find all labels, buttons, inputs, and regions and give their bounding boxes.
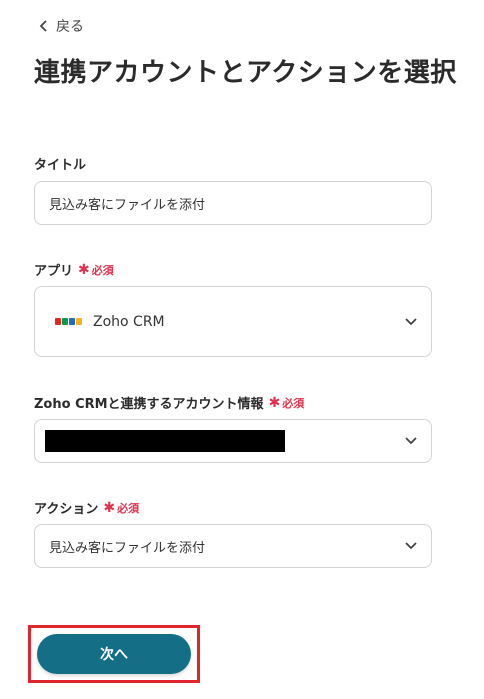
title-input[interactable] (49, 195, 417, 211)
chevron-left-icon (39, 20, 47, 32)
required-badge: ✱必須 (103, 499, 140, 516)
action-select[interactable]: 見込み客にファイルを添付 (34, 524, 432, 568)
page-title: 連携アカウントとアクションを選択 (34, 58, 457, 88)
chevron-down-icon (405, 542, 417, 550)
required-badge: ✱必須 (268, 394, 305, 411)
chevron-down-icon (405, 437, 417, 445)
action-field-label: アクション ✱必須 (34, 499, 140, 518)
app-selected-value: Zoho CRM (93, 313, 165, 330)
back-link[interactable]: 戻る (38, 16, 84, 36)
back-label: 戻る (56, 19, 84, 35)
app-select[interactable]: Zoho CRM (34, 286, 432, 357)
account-select[interactable] (34, 419, 432, 463)
account-field-label: Zoho CRMと連携するアカウント情報 ✱必須 (34, 394, 305, 413)
redacted-account-value (45, 430, 285, 452)
title-input-box[interactable] (34, 181, 432, 225)
required-badge: ✱必須 (78, 261, 114, 278)
next-button[interactable]: 次へ (37, 634, 191, 674)
title-field-label: タイトル (34, 158, 87, 173)
zoho-logo-icon (55, 318, 83, 325)
chevron-down-icon (405, 317, 417, 325)
action-selected-value: 見込み客にファイルを添付 (49, 540, 206, 556)
app-field-label: アプリ ✱必須 (34, 261, 114, 280)
next-button-highlight: 次へ (28, 625, 200, 683)
